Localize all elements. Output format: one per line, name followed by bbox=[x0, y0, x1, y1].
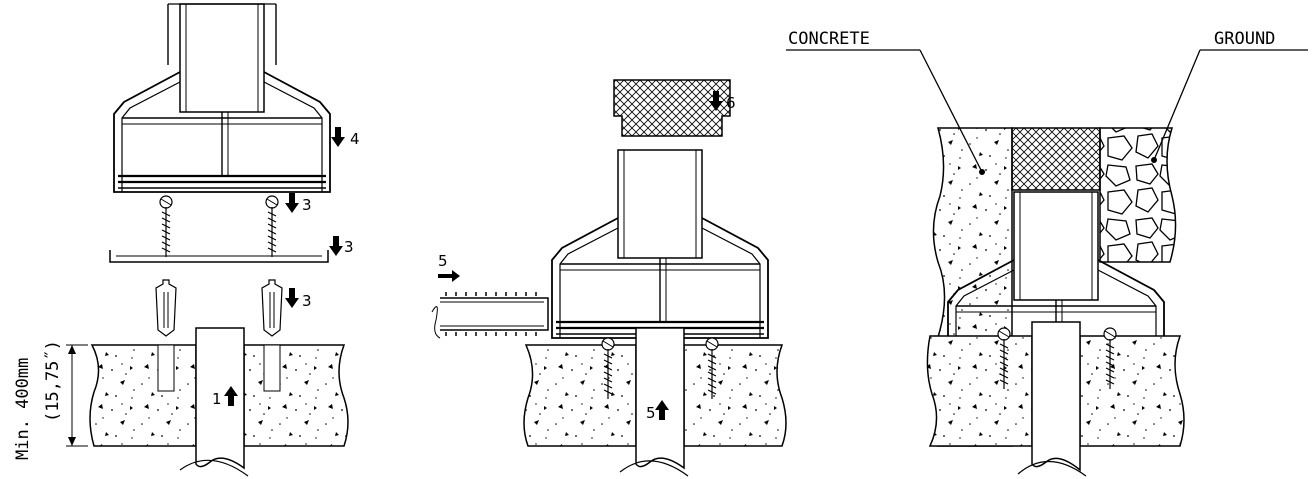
screw-part bbox=[159, 195, 173, 258]
cover-cap bbox=[1011, 127, 1101, 191]
mounting-plate bbox=[109, 250, 329, 263]
panel-mounted: 6 5 5 bbox=[431, 79, 787, 477]
step-1-number: 1 bbox=[212, 390, 222, 408]
ground-fill bbox=[1099, 127, 1177, 263]
concrete-slab bbox=[523, 344, 637, 447]
concrete-label: CONCRETE bbox=[788, 29, 870, 49]
wall-anchor bbox=[261, 279, 283, 337]
ground-label: GROUND bbox=[1214, 29, 1275, 49]
panel-exploded: 4 3 3 3 1 Min. 400mm (15,75˝) bbox=[13, 2, 360, 477]
housing-part bbox=[112, 2, 332, 194]
cable-pipe bbox=[1031, 321, 1081, 472]
step-3-number: 3 bbox=[302, 196, 312, 214]
step-3-number: 3 bbox=[344, 238, 354, 256]
step-4-number: 4 bbox=[350, 130, 360, 148]
cover-cap bbox=[613, 79, 731, 137]
screw-part bbox=[265, 195, 279, 258]
step-5-number: 5 bbox=[646, 404, 656, 422]
concrete-slab bbox=[89, 344, 197, 447]
step-3-number: 3 bbox=[302, 292, 312, 310]
cable-pipe bbox=[195, 327, 245, 470]
panel-installed: CONCRETE GROUND bbox=[786, 29, 1308, 477]
step-6-number: 6 bbox=[726, 94, 736, 112]
depth-label-mm: Min. 400mm bbox=[13, 358, 33, 460]
housing-part bbox=[550, 148, 770, 340]
depth-label-inches: (15,75˝) bbox=[43, 340, 63, 422]
cable-pipe bbox=[635, 327, 685, 470]
cable-conduit bbox=[440, 297, 549, 331]
step-5-number: 5 bbox=[438, 252, 448, 270]
wall-anchor bbox=[155, 279, 177, 337]
